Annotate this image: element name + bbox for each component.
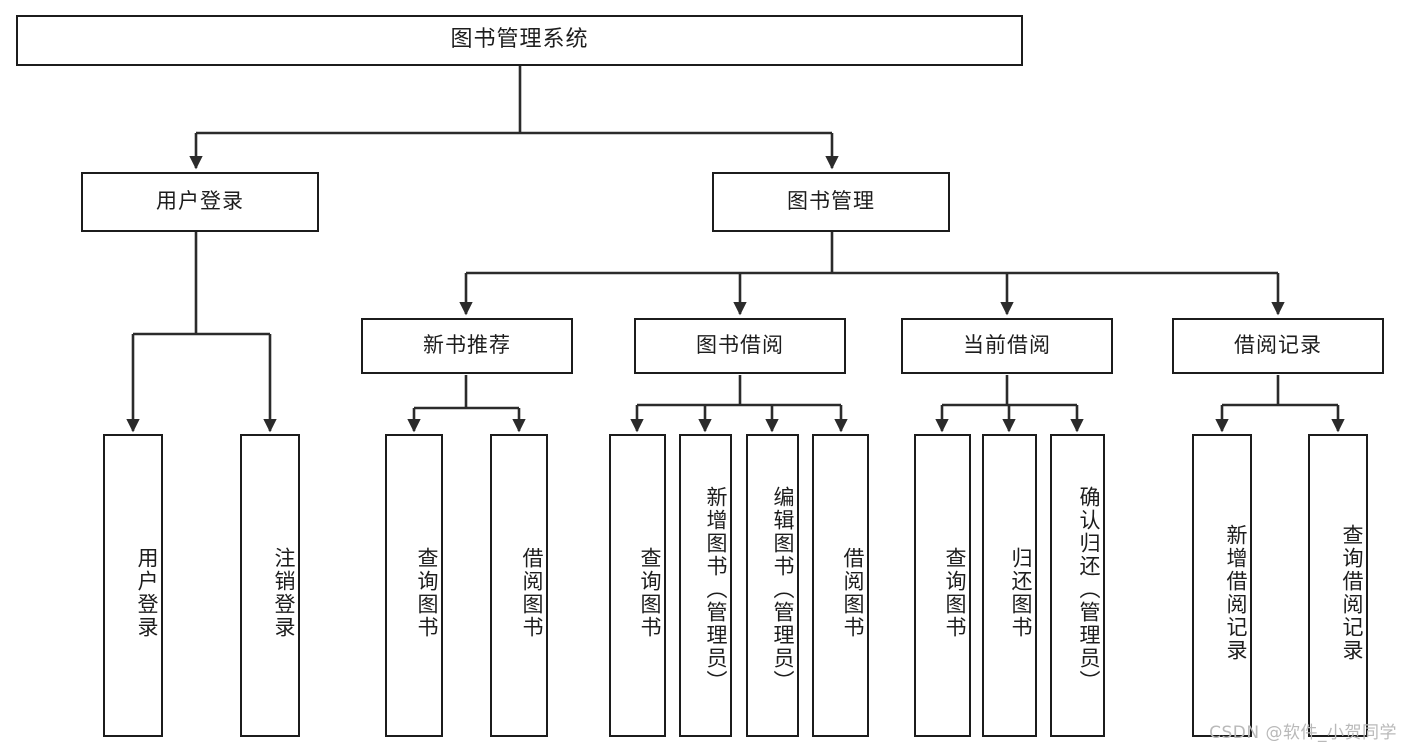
- node-label: 注销登录: [272, 546, 296, 639]
- node-label: 确认归还（管理员）: [1077, 486, 1101, 693]
- node-label: 查询图书: [415, 546, 439, 639]
- node-label: 当前借阅: [963, 333, 1051, 358]
- leaf-borrow-book[interactable]: 借阅图书: [812, 434, 869, 737]
- node-label: 用户登录: [156, 189, 244, 214]
- node-borrow-records[interactable]: 借阅记录: [1172, 318, 1384, 374]
- node-label: 图书管理系统: [450, 27, 589, 53]
- node-book-management[interactable]: 图书管理: [712, 172, 950, 232]
- leaf-borrow-book-newbook[interactable]: 借阅图书: [490, 434, 548, 737]
- leaf-query-book-current[interactable]: 查询图书: [914, 434, 971, 737]
- node-label: 借阅记录: [1234, 333, 1322, 358]
- watermark-text: CSDN @软件_小贺同学: [1209, 723, 1397, 743]
- node-book-borrow[interactable]: 图书借阅: [634, 318, 846, 374]
- leaf-user-login[interactable]: 用户登录: [103, 434, 163, 737]
- leaf-query-book-newbook[interactable]: 查询图书: [385, 434, 443, 737]
- node-root-system[interactable]: 图书管理系统: [16, 15, 1023, 66]
- leaf-confirm-return-admin[interactable]: 确认归还（管理员）: [1050, 434, 1105, 737]
- leaf-query-book-borrow[interactable]: 查询图书: [609, 434, 666, 737]
- leaf-add-borrow-record[interactable]: 新增借阅记录: [1192, 434, 1252, 737]
- leaf-logout[interactable]: 注销登录: [240, 434, 300, 737]
- node-label: 图书借阅: [696, 333, 784, 358]
- leaf-return-book[interactable]: 归还图书: [982, 434, 1037, 737]
- node-label: 借阅图书: [520, 546, 544, 639]
- leaf-query-borrow-record[interactable]: 查询借阅记录: [1308, 434, 1368, 737]
- node-label: 借阅图书: [841, 546, 865, 639]
- node-label: 查询借阅记录: [1340, 523, 1364, 662]
- node-label: 查询图书: [943, 546, 967, 639]
- node-current-borrow[interactable]: 当前借阅: [901, 318, 1113, 374]
- node-label: 查询图书: [638, 546, 662, 639]
- node-new-book-recommend[interactable]: 新书推荐: [361, 318, 573, 374]
- node-user-login[interactable]: 用户登录: [81, 172, 319, 232]
- node-label: 编辑图书（管理员）: [771, 486, 795, 693]
- node-label: 新增图书（管理员）: [704, 486, 728, 693]
- leaf-edit-book-admin[interactable]: 编辑图书（管理员）: [746, 434, 799, 737]
- node-label: 图书管理: [787, 189, 875, 214]
- node-label: 新增借阅记录: [1224, 523, 1248, 662]
- node-label: 归还图书: [1009, 546, 1033, 639]
- leaf-add-book-admin[interactable]: 新增图书（管理员）: [679, 434, 732, 737]
- node-label: 用户登录: [135, 546, 159, 639]
- node-label: 新书推荐: [423, 333, 511, 358]
